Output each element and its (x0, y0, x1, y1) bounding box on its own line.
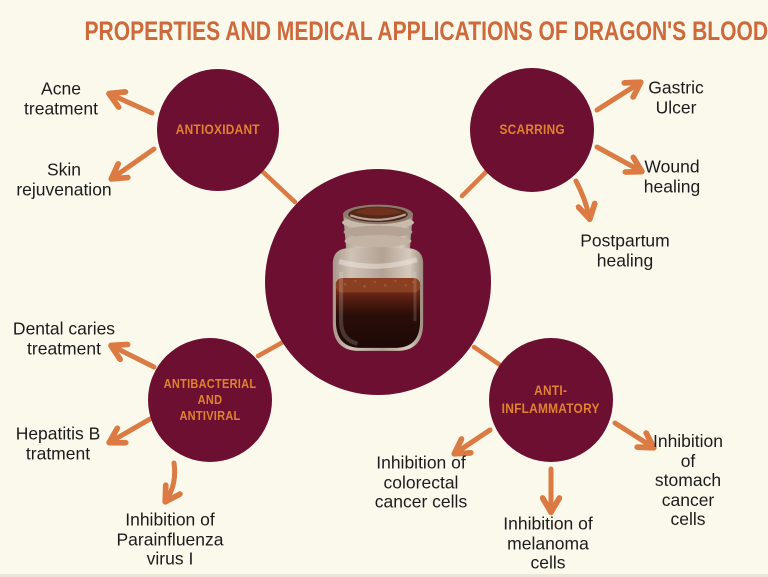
arrow-gastric-ulcer (594, 84, 638, 113)
arrow-acne-treatment (112, 95, 155, 116)
connector-anti-inflammatory (471, 344, 503, 368)
arrow-dental-caries (114, 347, 157, 370)
dragons-blood-jar-image (332, 204, 424, 351)
property-label-antioxidant: ANTIOXIDANT (175, 122, 261, 138)
application-wound-healing: Wound healing (643, 156, 701, 196)
application-colorectal-cancer: Inhibition of colorectal cancer cells (374, 452, 468, 512)
application-gastric-ulcer: Gastric Ulcer (648, 77, 704, 117)
property-circle-anti-inflammatory: ANTI- INFLAMMATORY (489, 338, 613, 462)
arrow-hepatitis-b (112, 416, 153, 441)
application-postpartum-healing: Postpartum healing (580, 230, 670, 270)
application-acne-treatment: Acne treatment (24, 78, 98, 118)
arrow-parainfluenza (167, 460, 175, 499)
application-dental-caries: Dental caries treatment (12, 318, 116, 358)
connector-antioxidant (260, 169, 298, 205)
property-circle-antioxidant: ANTIOXIDANT (157, 69, 279, 191)
property-label-anti-inflammatory: ANTI- INFLAMMATORY (502, 383, 600, 416)
arrow-postpartum-healing (573, 178, 589, 216)
property-circle-antibacterial-antiviral: ANTIBACTERIAL AND ANTIVIRAL (148, 338, 272, 462)
arrow-colorectal-cancer (457, 427, 493, 452)
page-title: PROPERTIES AND MEDICAL APPLICATIONS OF D… (84, 16, 768, 46)
application-skin-rejuvenation: Skin rejuvenation (16, 159, 112, 199)
application-hepatitis-b: Hepatitis B tratment (15, 423, 101, 463)
arrow-wound-healing (594, 144, 639, 170)
connector-scarring (459, 168, 490, 199)
arrow-stomach-cancer (612, 420, 651, 446)
application-stomach-cancer: Inhibition of stomach cancer cells (652, 431, 724, 530)
arrow-skin-rejuvenation (114, 146, 157, 177)
property-label-scarring: SCARRING (499, 122, 565, 138)
property-label-antibacterial-antiviral: ANTIBACTERIAL AND ANTIVIRAL (163, 376, 257, 424)
application-parainfluenza: Inhibition of Parainfluenza virus I (116, 509, 224, 569)
property-circle-scarring: SCARRING (470, 68, 594, 192)
connector-antibacterial (255, 339, 286, 359)
application-melanoma: Inhibition of melanoma cells (503, 513, 593, 573)
